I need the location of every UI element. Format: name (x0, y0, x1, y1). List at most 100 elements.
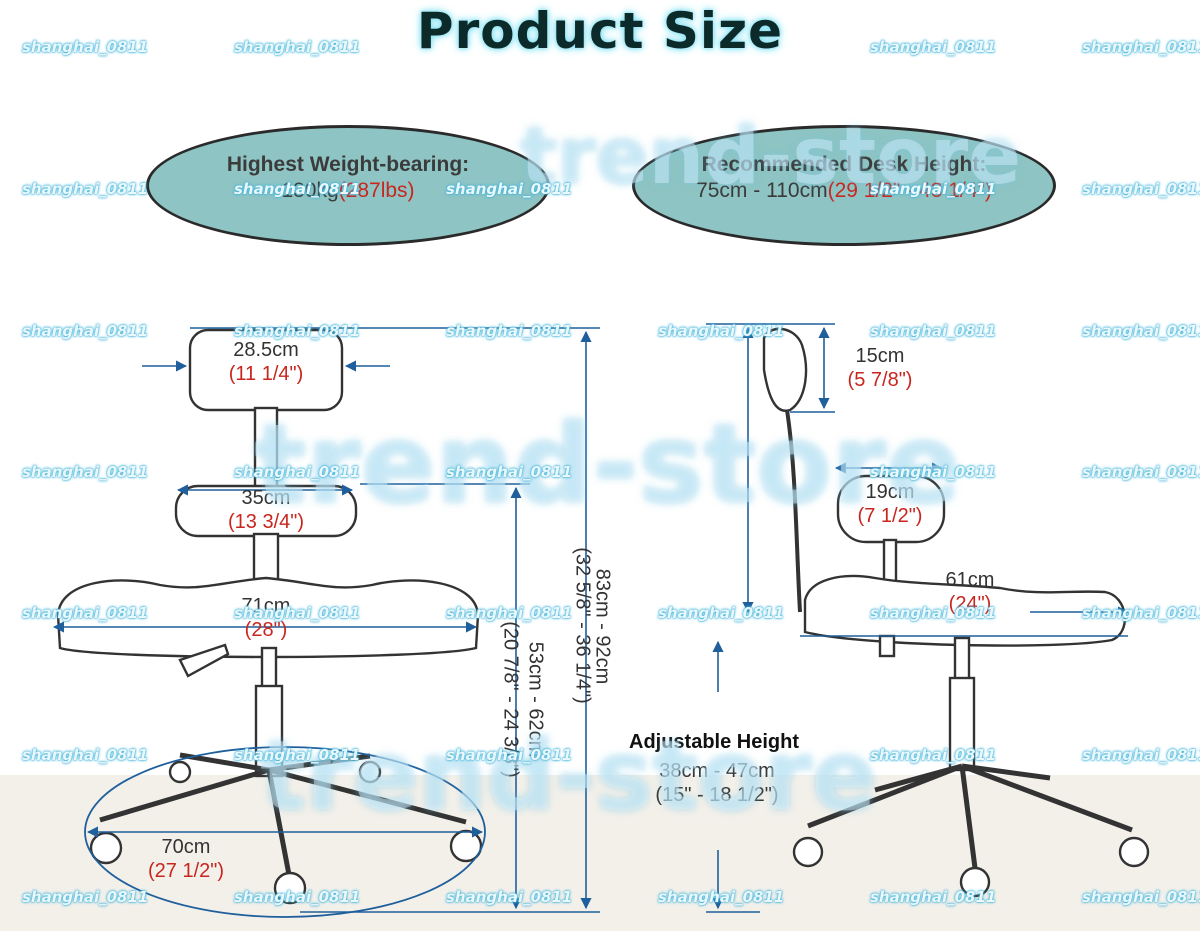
desk-heading: Recommended Desk Height: (701, 153, 987, 176)
watermark-small: shanghai_0811 (446, 180, 573, 198)
front-caster-back-right (358, 760, 382, 784)
front-caster-front (273, 871, 307, 905)
watermark-large-top: trend-store (520, 112, 1022, 202)
adjustable-height-metric: 38cm - 47cm (659, 760, 775, 782)
desk-ellipse (632, 125, 1056, 246)
watermark-large-upper: trend-store (254, 400, 961, 528)
base-width-imperial: (27 1/2") (147, 860, 225, 882)
lower-back-width-label: 35cm (13 3/4") (214, 486, 318, 534)
adjustable-height-title: Adjustable Height (629, 731, 800, 753)
seat-depth-imperial: (24") (948, 593, 992, 615)
watermark-small: shanghai_0811 (22, 888, 149, 906)
watermark-small: shanghai_0811 (870, 463, 997, 481)
side-view-chair (762, 327, 1150, 898)
side-gas-upper (953, 636, 971, 682)
seat-back-depth-metric: 19cm (865, 481, 915, 503)
backrest-width-label: 28.5cm (11 1/4") (216, 338, 316, 386)
total-height-metric: 83cm - 92cm (591, 568, 614, 685)
watermark-small: shanghai_0811 (234, 604, 361, 622)
seat-depth-metric: 61cm (945, 569, 995, 591)
watermark-large-lower: trend-store (260, 720, 877, 832)
front-gas-lower (254, 684, 284, 778)
watermark-small: shanghai_0811 (234, 888, 361, 906)
weight-ellipse (146, 125, 550, 246)
watermark-small: shanghai_0811 (22, 38, 149, 56)
front-lever (178, 643, 230, 678)
watermark-small: shanghai_0811 (22, 463, 149, 481)
page-title: Product Size (416, 2, 784, 60)
front-mid-post (252, 532, 280, 582)
weight-value-imperial: (287lbs) (338, 179, 415, 202)
watermark-small: shanghai_0811 (658, 322, 785, 340)
seat-width-metric: 71cm (241, 595, 291, 617)
watermark-small: shanghai_0811 (870, 604, 997, 622)
lower-back-width-imperial: (13 3/4") (227, 511, 305, 533)
watermark-small: shanghai_0811 (1082, 746, 1200, 764)
watermark-small: shanghai_0811 (870, 180, 997, 198)
watermark-small: shanghai_0811 (658, 604, 785, 622)
adjustable-height-imperial: (15" - 18 1/2") (655, 784, 779, 806)
seat-width-label: 71cm (28") (216, 594, 316, 642)
weight-value: 130kg (281, 179, 339, 202)
seat-back-depth-label: 19cm (7 1/2") (840, 480, 940, 528)
weight-info: Highest Weight-bearing: 130kg(287lbs) (146, 152, 550, 204)
side-seat (803, 574, 1126, 647)
desk-value-imperial: (29 1/2" - 43 1/4") (827, 179, 992, 202)
side-back-post (785, 409, 802, 613)
side-caster-left (792, 836, 824, 868)
watermark-small: shanghai_0811 (446, 322, 573, 340)
base-width-label: 70cm (27 1/2") (136, 835, 236, 883)
side-backrest (762, 327, 808, 412)
backrest-height-imperial: (5 7/8") (847, 369, 913, 391)
watermark-small: shanghai_0811 (1082, 38, 1200, 56)
watermark-small: shanghai_0811 (446, 888, 573, 906)
side-dimension-lines (706, 323, 1130, 913)
front-gas-upper (260, 646, 278, 690)
watermark-small: shanghai_0811 (658, 888, 785, 906)
seat-width-imperial: (28") (244, 619, 288, 641)
front-caster-back-left (168, 760, 192, 784)
watermark-small: shanghai_0811 (446, 604, 573, 622)
watermark-small: shanghai_0811 (234, 322, 361, 340)
weight-value-line: 130kg(287lbs) (146, 178, 550, 204)
front-base-ellipse (84, 746, 486, 918)
base-width-metric: 70cm (161, 836, 211, 858)
backrest-height-metric: 15cm (855, 345, 905, 367)
floor (0, 775, 1200, 931)
desk-info: Recommended Desk Height: 75cm - 110cm(29… (632, 152, 1056, 204)
watermark-small: shanghai_0811 (1082, 888, 1200, 906)
side-base-legs (807, 763, 1133, 869)
total-height-imperial: (32 5/8" - 36 1/4") (571, 547, 594, 704)
watermark-small: shanghai_0811 (22, 604, 149, 622)
watermark-small: shanghai_0811 (22, 180, 149, 198)
side-caster-front (959, 866, 991, 898)
watermark-small: shanghai_0811 (1082, 604, 1200, 622)
front-view-chair (56, 328, 483, 905)
watermark-small: shanghai_0811 (446, 746, 573, 764)
watermark-small: shanghai_0811 (870, 38, 997, 56)
backrest-height-label: 15cm (5 7/8") (830, 344, 930, 392)
side-caster-right (1118, 836, 1150, 868)
weight-heading: Highest Weight-bearing: (226, 153, 470, 176)
watermark-small: shanghai_0811 (234, 463, 361, 481)
front-seat (56, 576, 480, 659)
side-knob (878, 634, 896, 658)
watermark-small: shanghai_0811 (1082, 322, 1200, 340)
watermark-small: shanghai_0811 (1082, 463, 1200, 481)
seat-back-depth-imperial: (7 1/2") (857, 505, 923, 527)
watermark-small: shanghai_0811 (870, 746, 997, 764)
watermark-small: shanghai_0811 (22, 746, 149, 764)
front-dimension-lines (52, 327, 600, 913)
backrest-width-metric: 28.5cm (233, 339, 299, 361)
front-base-legs (99, 752, 467, 881)
backrest-width-imperial: (11 1/4") (228, 363, 304, 385)
seat-depth-label: 61cm (24") (920, 568, 1020, 616)
watermark-small: shanghai_0811 (234, 746, 361, 764)
adjustable-height-values: 38cm - 47cm (15" - 18 1/2") (632, 759, 802, 807)
watermark-small: shanghai_0811 (1082, 180, 1200, 198)
watermark-small: shanghai_0811 (870, 322, 997, 340)
lower-back-width-metric: 35cm (241, 487, 291, 509)
watermark-small: shanghai_0811 (870, 888, 997, 906)
